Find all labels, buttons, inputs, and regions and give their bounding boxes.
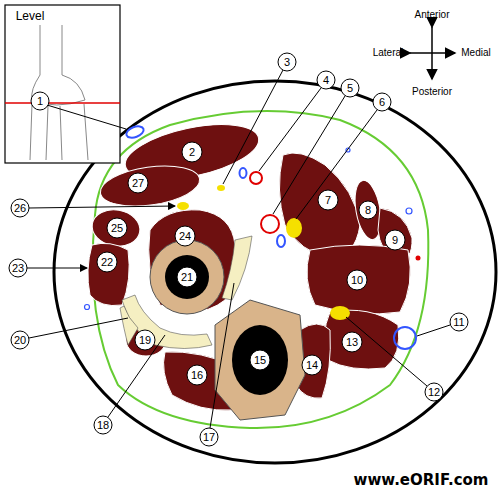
callout-number: 26 [14, 203, 26, 214]
callout-number: 25 [111, 223, 123, 234]
callout-number: 6 [379, 97, 385, 108]
callout-number: 19 [139, 335, 151, 346]
callout-number: 16 [191, 370, 203, 381]
callout-number: 17 [203, 432, 215, 443]
callout-number: 21 [181, 272, 193, 283]
callout-number: 7 [325, 195, 331, 206]
callout-number: 13 [346, 337, 358, 348]
inset-title: Level [16, 10, 45, 22]
callout-number: 24 [179, 231, 191, 242]
callout-number: 27 [132, 178, 144, 189]
callout-number: 8 [365, 205, 371, 216]
direction-label: Medial [461, 48, 490, 58]
callout-number: 1 [37, 96, 43, 107]
callout-number: 22 [101, 257, 113, 268]
callout-number: 2 [189, 147, 195, 158]
callout-number: 14 [306, 360, 318, 371]
direction-label: Posterior [412, 87, 452, 97]
direction-label: Lateral [373, 48, 404, 58]
watermark: www.eORIF.com [354, 473, 489, 488]
direction-label: Anterior [414, 10, 449, 20]
callout-number: 9 [392, 235, 398, 246]
callout-number: 10 [351, 275, 363, 286]
callout-number: 20 [14, 335, 26, 346]
callout-number: 18 [97, 420, 109, 431]
callout-number: 3 [284, 57, 290, 68]
callout-number: 4 [323, 75, 329, 86]
callout-number: 12 [428, 387, 440, 398]
callout-number: 11 [453, 317, 464, 328]
callout-number: 23 [12, 263, 24, 274]
callout-number: 5 [347, 83, 353, 94]
callout-number: 15 [254, 355, 266, 366]
